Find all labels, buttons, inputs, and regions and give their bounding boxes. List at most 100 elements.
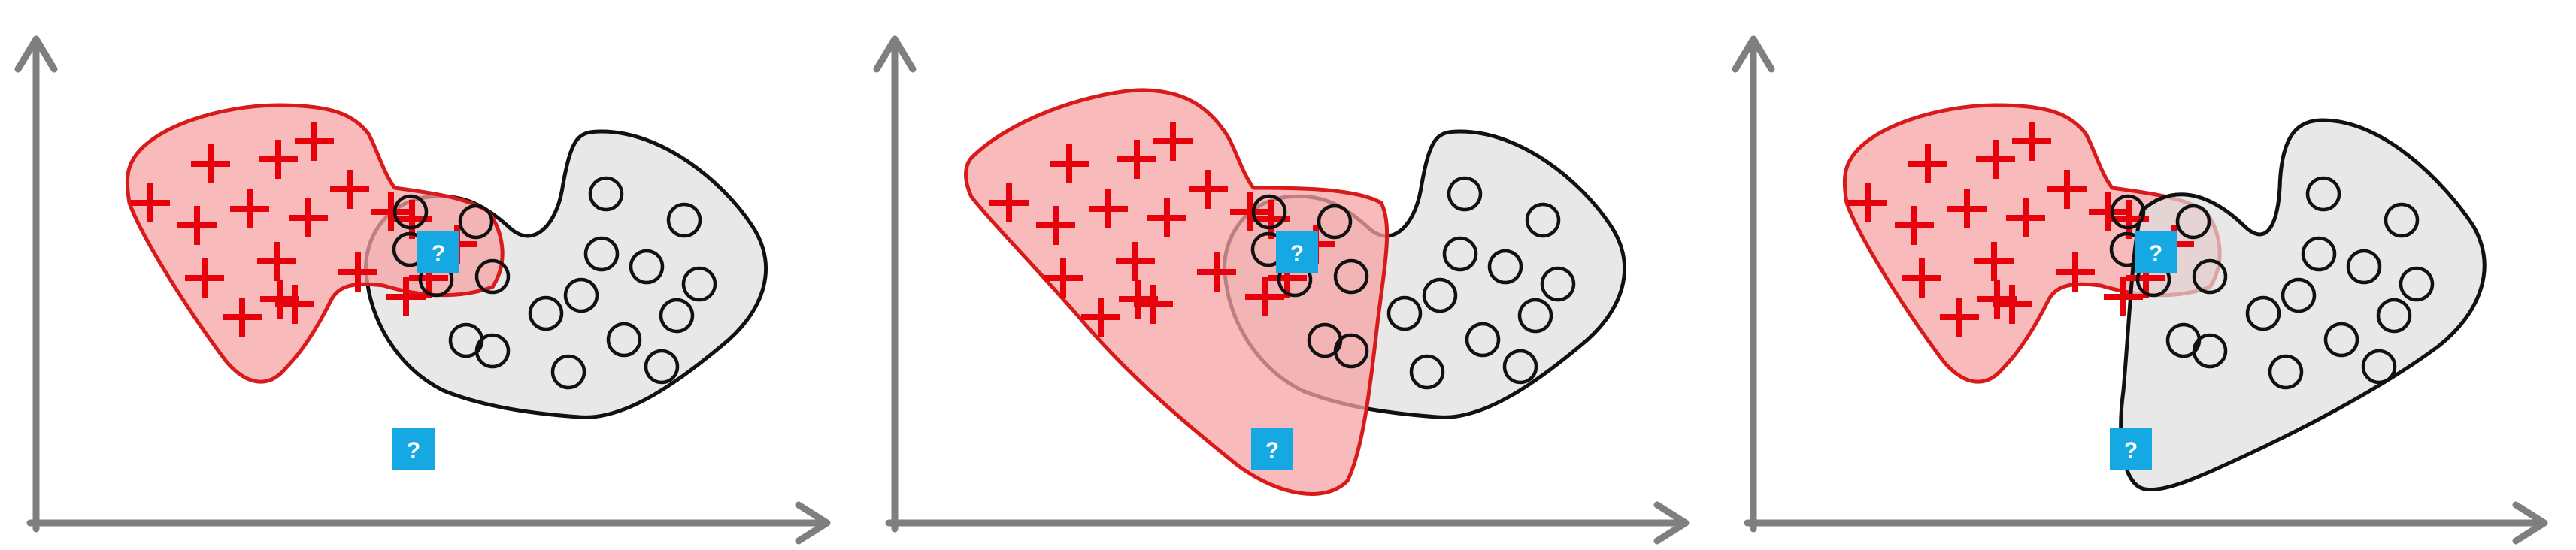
plus-icon — [259, 140, 298, 179]
circle-icon — [2384, 202, 2420, 238]
plus-icon — [2006, 198, 2045, 237]
plus-icon — [1081, 298, 1120, 337]
circle-icon — [681, 266, 717, 302]
circle-icon — [1422, 277, 1458, 313]
circle-icon — [606, 322, 642, 358]
circle-icon — [1517, 298, 1553, 334]
question-mark-icon: ? — [417, 231, 459, 273]
plus-icon — [1197, 252, 1236, 292]
query-box — [1276, 231, 1318, 273]
y-axis-arrowhead-icon — [873, 35, 917, 73]
plus-icon — [1189, 170, 1228, 209]
plus-icon — [2012, 122, 2051, 161]
circle-icon — [1447, 176, 1483, 212]
plus-icon — [1895, 206, 1934, 245]
circle-icon — [2281, 277, 2317, 313]
plus-icon — [289, 198, 328, 237]
circle-icon — [2192, 333, 2228, 369]
plus-icon — [1974, 242, 2014, 281]
panel-3-svg: ?? — [1732, 35, 2548, 545]
circle-icon — [1442, 236, 1478, 272]
circle-icon — [1333, 333, 1369, 369]
question-mark-icon: ? — [392, 428, 435, 470]
circle-icon — [550, 354, 586, 390]
plus-icon — [257, 242, 296, 281]
circle-icon — [1540, 266, 1576, 302]
plus-icon — [1940, 298, 1979, 337]
plus-icon — [223, 298, 262, 337]
plus-icon — [185, 258, 224, 298]
query-label: ? — [1265, 438, 1279, 463]
plus-icon — [1977, 280, 2017, 319]
question-mark-icon: ? — [1276, 231, 1318, 273]
y-axis-arrowhead-icon — [1732, 35, 1775, 73]
circle-icon — [644, 349, 680, 385]
circle-icon — [474, 333, 511, 369]
circle-icon — [1487, 249, 1523, 285]
plus-icon — [1230, 192, 1269, 231]
plus-icon — [1245, 277, 1284, 316]
x-axis-arrowhead-icon — [1653, 501, 1690, 545]
axes-1 — [14, 35, 831, 545]
circle-icon — [392, 194, 429, 230]
plus-icon — [1050, 144, 1089, 183]
plus-icon — [338, 252, 377, 292]
circle-icon — [2399, 266, 2435, 302]
circle-icon — [2301, 236, 2337, 272]
circle-icon — [2361, 349, 2397, 385]
plus-icon — [295, 122, 334, 161]
circle-icon — [2110, 194, 2146, 230]
plus-icon — [1153, 122, 1193, 161]
plus-icon — [1134, 285, 1173, 324]
plus-icon — [260, 280, 299, 319]
circle-icon — [458, 204, 494, 240]
plus-class-region-1 — [125, 103, 505, 384]
circle-icon — [588, 176, 624, 212]
plus-icon — [2089, 192, 2128, 231]
circle-icon — [2346, 249, 2382, 285]
plus-icon — [1848, 183, 1887, 222]
plus-icon — [1947, 189, 1987, 228]
circle-icon — [2245, 295, 2281, 331]
panel-1: ?? — [0, 0, 859, 550]
plus-icon — [1119, 280, 1158, 319]
plus-icon — [371, 192, 411, 231]
circle-icon — [1333, 258, 1369, 295]
plus-icon — [275, 285, 314, 324]
plus-icon — [191, 144, 230, 183]
plus-icon — [2104, 277, 2143, 316]
question-mark-icon: ? — [2135, 231, 2177, 273]
panel-3: ?? — [1717, 0, 2576, 550]
circle-icon — [1409, 354, 1445, 390]
circle-icon — [528, 295, 564, 331]
plus-icon — [131, 183, 170, 222]
query-label: ? — [432, 241, 445, 266]
plus-icon — [1036, 206, 1075, 245]
plus-icon — [1147, 198, 1186, 237]
plus-icon — [1117, 140, 1156, 179]
circle-icon — [1386, 295, 1423, 331]
circle-icon — [1525, 202, 1561, 238]
query-box — [392, 428, 435, 470]
plus-icon — [1908, 144, 1947, 183]
plus-icon — [1976, 140, 2015, 179]
circle-icon — [1502, 349, 1538, 385]
circle-icon — [1317, 204, 1353, 240]
query-label: ? — [2149, 241, 2162, 266]
circle-icon — [2305, 176, 2341, 212]
axes-2 — [873, 35, 1690, 545]
query-label: ? — [407, 438, 420, 463]
plus-icon — [1993, 285, 2032, 324]
plus-icon — [230, 189, 269, 228]
circle-icon — [563, 277, 599, 313]
circle-icon — [2323, 322, 2359, 358]
plus-icon — [1902, 258, 1941, 298]
query-box — [1251, 428, 1293, 470]
panel-2: ?? — [859, 0, 1717, 550]
circle-icon — [1251, 194, 1287, 230]
plus-icon — [989, 183, 1029, 222]
x-axis-arrowhead-icon — [795, 501, 831, 545]
circle-icon — [2192, 258, 2228, 295]
plus-icon — [1044, 258, 1083, 298]
circle-class-region-3 — [2119, 118, 2487, 492]
